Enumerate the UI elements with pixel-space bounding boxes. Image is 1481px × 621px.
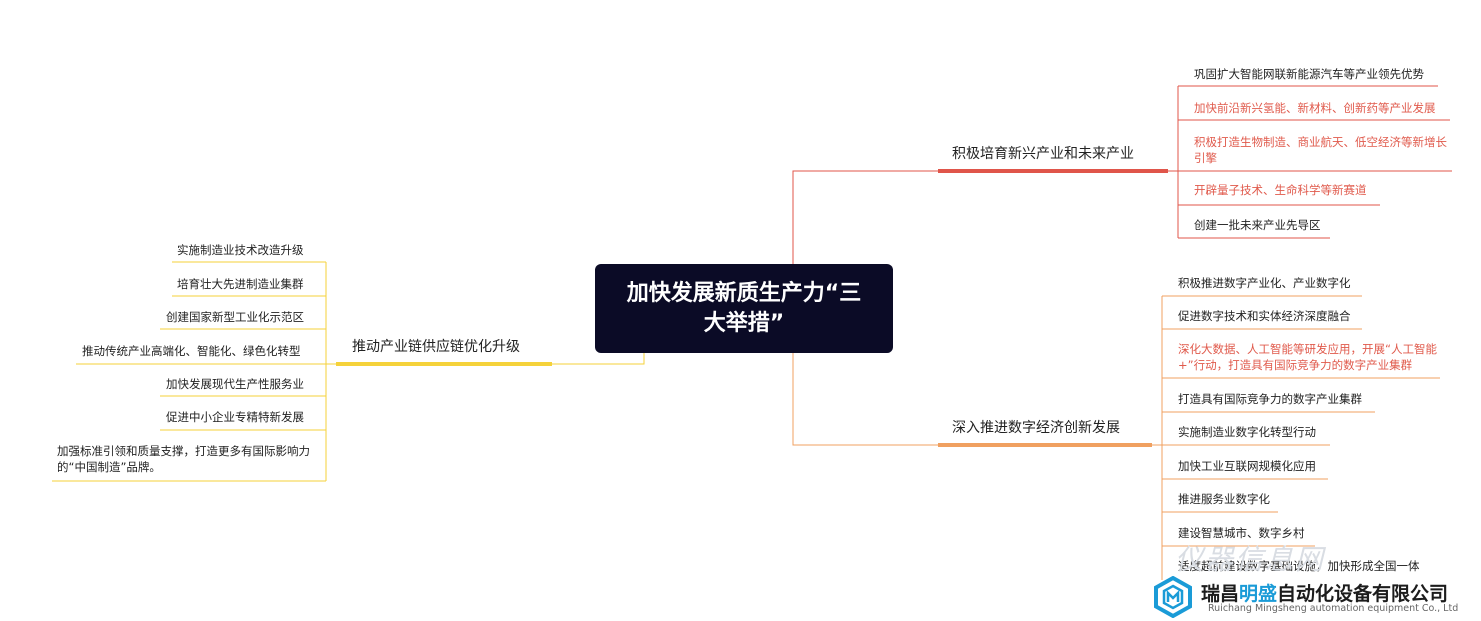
leaf-topic[interactable]: 建设智慧城市、数字乡村 [1178, 526, 1305, 540]
leaf-topic[interactable]: 加快工业互联网规模化应用 [1178, 459, 1316, 473]
leaf-topic[interactable]: 促进数字技术和实体经济深度融合 [1178, 309, 1351, 323]
watermark: 仪器信息网 [1175, 543, 1326, 576]
company-name-part: 瑞昌 [1201, 583, 1240, 605]
company-logo-icon [1154, 576, 1192, 618]
leaf-topic[interactable]: 加快前沿新兴氢能、新材料、创新药等产业发展 [1194, 101, 1436, 115]
leaf-topic[interactable]: 推进服务业数字化 [1178, 492, 1270, 506]
leaf-topic[interactable]: 创建国家新型工业化示范区 [166, 310, 304, 324]
company-name: 瑞昌明盛自动化设备有限公司 [1201, 579, 1448, 606]
central-topic[interactable]: 加快发展新质生产力“三大举措” [595, 264, 893, 353]
company-name-part: 自动化设备有限公司 [1277, 583, 1449, 605]
leaf-topic[interactable]: 促进中小企业专精特新发展 [166, 410, 304, 424]
branch-supply-chain[interactable]: 推动产业链供应链优化升级 [352, 339, 520, 355]
branch-digital-economy[interactable]: 深入推进数字经济创新发展 [952, 420, 1120, 436]
central-topic-label: 加快发展新质生产力“三大举措” [626, 280, 862, 336]
leaf-topic[interactable]: 创建一批未来产业先导区 [1194, 218, 1321, 232]
leaf-topic[interactable]: 开辟量子技术、生命科学等新赛道 [1194, 183, 1367, 197]
leaf-topic[interactable]: 适度超前建设数字基础设施，加快形成全国一体 [1178, 559, 1420, 573]
leaf-topic[interactable]: 加快发展现代生产性服务业 [166, 377, 304, 391]
leaf-topic[interactable]: 推动传统产业高端化、智能化、绿色化转型 [82, 344, 301, 358]
leaf-topic[interactable]: 加强标准引领和质量支撑，打造更多有国际影响力的“中国制造”品牌。 [57, 444, 310, 474]
leaf-topic[interactable]: 巩固扩大智能网联新能源汽车等产业领先优势 [1194, 67, 1424, 81]
leaf-topic[interactable]: 积极打造生物制造、商业航天、低空经济等新增长引擎 [1194, 135, 1447, 165]
leaf-topic[interactable]: 深化大数据、人工智能等研发应用，开展“人工智能+”行动，打造具有国际竞争力的数字… [1178, 342, 1437, 372]
company-name-highlight: 明盛 [1239, 583, 1278, 605]
leaf-topic[interactable]: 实施制造业数字化转型行动 [1178, 425, 1316, 439]
leaf-topic[interactable]: 实施制造业技术改造升级 [177, 243, 304, 257]
branch-emerging-industries[interactable]: 积极培育新兴产业和未来产业 [952, 146, 1134, 162]
leaf-topic[interactable]: 培育壮大先进制造业集群 [177, 277, 304, 291]
leaf-topic[interactable]: 积极推进数字产业化、产业数字化 [1178, 276, 1351, 290]
company-name-english: Ruichang Mingsheng automation equipment … [1208, 603, 1459, 614]
leaf-topic[interactable]: 打造具有国际竞争力的数字产业集群 [1178, 392, 1362, 406]
